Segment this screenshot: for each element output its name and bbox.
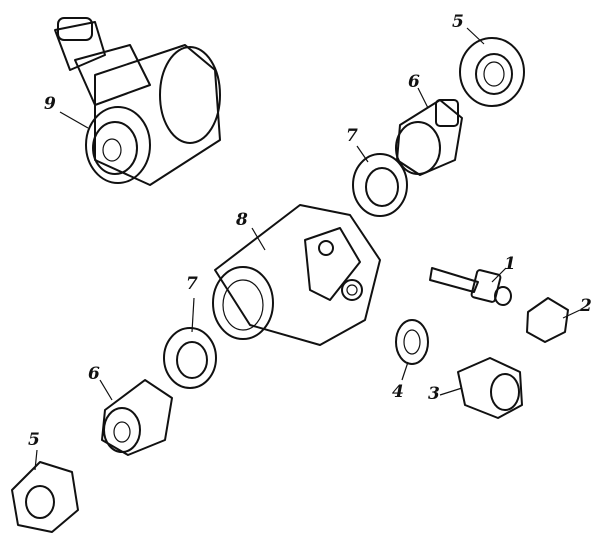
- part-5-boot-top: [459, 37, 525, 107]
- callout-5-top: 5: [452, 12, 464, 32]
- callout-9: 9: [44, 94, 56, 114]
- part-8-housing: [212, 204, 381, 346]
- part-3-fitting-nut: [457, 357, 523, 419]
- callout-6-bottom: 6: [88, 364, 100, 384]
- part-4-washer: [395, 319, 429, 365]
- callout-1: 1: [504, 254, 516, 274]
- part-6-piston-bottom: [101, 379, 173, 456]
- callout-8: 8: [236, 210, 248, 230]
- part-7-seal-bottom: [163, 327, 217, 389]
- part-7-seal-top: [352, 153, 408, 217]
- part-6-piston-top: [395, 99, 463, 176]
- leader-lines: [34, 27, 581, 471]
- part-5-boot-bottom: [11, 461, 79, 533]
- callout-5-bottom: 5: [28, 430, 40, 450]
- callout-3: 3: [428, 384, 440, 404]
- part-2-bleeder-cap: [526, 297, 569, 343]
- callout-7-top: 7: [346, 126, 358, 146]
- callout-2: 2: [580, 296, 592, 316]
- part-1-bleeder-screw: [429, 267, 512, 306]
- callout-6-top: 6: [408, 72, 420, 92]
- callout-7-bottom: 7: [186, 274, 198, 294]
- part-9-cylinder-assembly: [54, 17, 221, 186]
- callout-4: 4: [392, 382, 404, 402]
